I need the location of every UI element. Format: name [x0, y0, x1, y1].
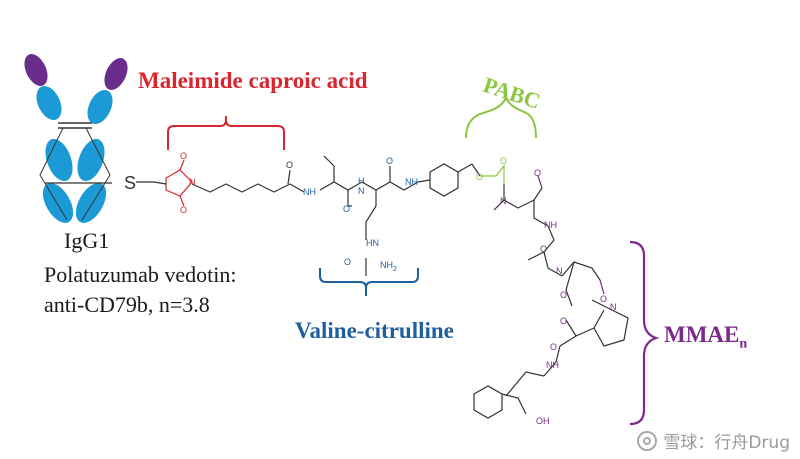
- atom-cit-n: N: [358, 186, 365, 196]
- watermark-text: 雪球：行舟Drug: [663, 433, 790, 453]
- drug-detail-label: anti-CD79b, n=3.8: [44, 292, 210, 317]
- valine-citrulline-label: Valine-citrulline: [295, 318, 454, 343]
- pabc-brace: [465, 95, 537, 139]
- atom-urea-nh2-base: NH: [380, 260, 393, 270]
- atom-mmae-methoxy-o2: O: [560, 316, 568, 326]
- atom-pabc-o-carbonyl: O: [500, 156, 508, 166]
- atom-mmae-n1: N: [500, 196, 507, 206]
- atom-mmae-o2: O: [540, 244, 548, 254]
- atom-pabc-nh: NH: [405, 177, 418, 187]
- atom-mmae-nh: NH: [544, 220, 557, 230]
- atom-caproic-o: O: [286, 160, 294, 170]
- snowball-logo-icon: [637, 430, 658, 451]
- mmae-label: MMAEn: [664, 322, 747, 353]
- valcit-brace: [319, 268, 419, 296]
- atom-mmae-n-pyrrolidine: N: [610, 302, 617, 312]
- atom-mmae-methoxy-o1: O: [560, 290, 568, 300]
- atom-mmae-nh2-amide: NH: [546, 360, 559, 370]
- atom-mmae-o4: O: [550, 342, 558, 352]
- antibody-icon: [24, 54, 128, 223]
- atom-val-o: O: [343, 204, 351, 214]
- atom-maleimide-o-bottom: O: [180, 205, 188, 215]
- atom-pabc-o-ester: O: [476, 172, 484, 182]
- atom-sulfur: S: [124, 173, 137, 193]
- maleimide-brace: [167, 116, 285, 150]
- atom-maleimide-o-top: O: [180, 151, 188, 161]
- atom-mmae-n2: N: [556, 266, 563, 276]
- atom-maleimide-n: N: [189, 177, 196, 187]
- atom-val-nh: NH: [303, 187, 316, 197]
- watermark: 雪球：行舟Drug: [637, 428, 790, 453]
- drug-name-label: Polatuzumab vedotin:: [44, 262, 237, 287]
- mmae-label-subscript: n: [739, 336, 748, 352]
- atom-urea-nh2: NH2: [380, 260, 397, 275]
- mmae-brace: [629, 240, 660, 426]
- mmae-label-base: MMAE: [664, 322, 740, 347]
- antibody-label: IgG1: [64, 228, 110, 253]
- atom-mmae-o1: O: [534, 168, 542, 178]
- atom-mmae-oh: OH: [536, 416, 550, 426]
- maleimide-caproic-acid-label: Maleimide caproic acid: [138, 68, 368, 93]
- atom-urea-nh2-sub: 2: [393, 265, 397, 273]
- atom-urea-o: O: [344, 257, 352, 267]
- atom-cit-o: O: [386, 156, 394, 166]
- atom-cit-chain-hn: HN: [366, 238, 379, 248]
- atom-cit-h: H: [358, 176, 365, 186]
- atom-mmae-o3: O: [600, 294, 608, 304]
